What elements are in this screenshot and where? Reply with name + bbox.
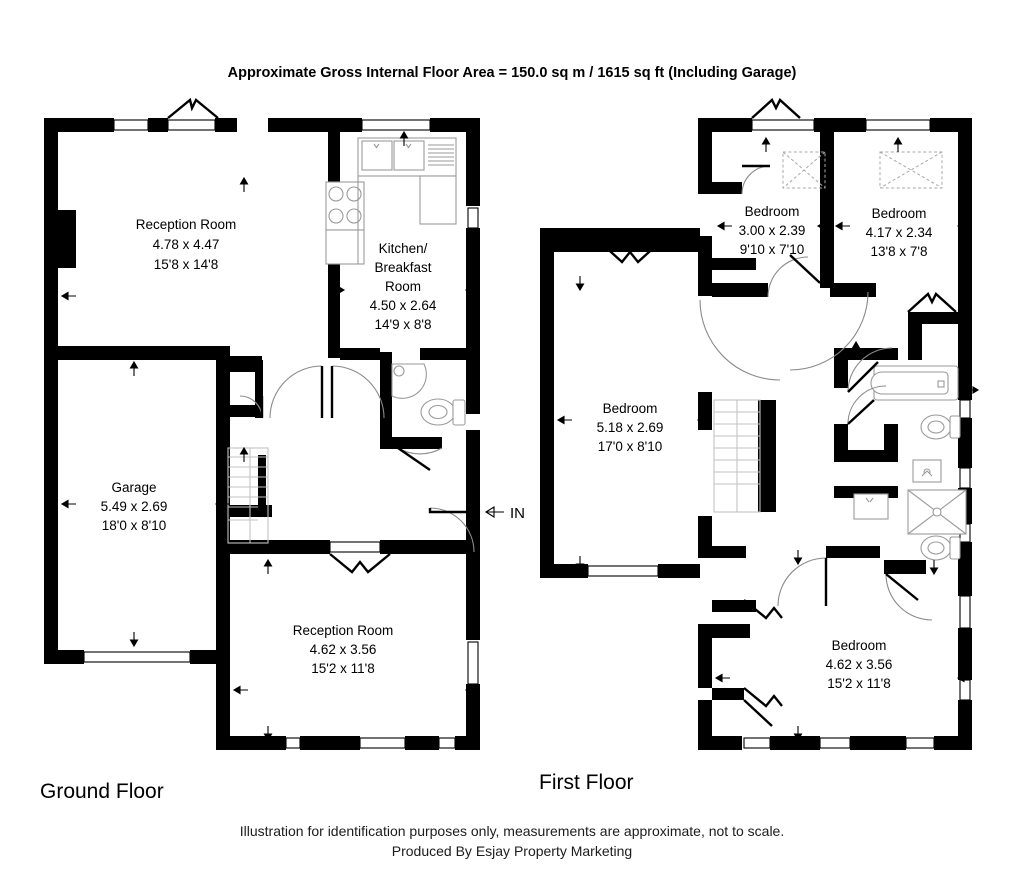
footer-producer: Produced By Esjay Property Marketing [392,843,632,859]
kitchen-counter-right [419,175,457,225]
first-floor-bathroom-fixtures [853,365,967,561]
room-imperial: 13'8 x 7'8 [871,244,928,259]
room-name: Bedroom [745,204,800,219]
ground-floor-windows [83,119,479,749]
ground-floor-staircase [227,447,269,544]
wardrobe-bedroom-1 [782,151,826,189]
room-name-line1: Kitchen/ [379,241,428,256]
footer-disclaimer: Illustration for identification purposes… [240,823,784,839]
roof-gable-first-floor [751,98,801,119]
room-metric: 5.49 x 2.69 [101,499,168,514]
room-metric: 3.00 x 2.39 [739,223,806,238]
sink-tap-right [405,143,412,149]
first-floor-staircase [713,399,761,513]
room-imperial: 17'0 x 8'10 [598,439,662,454]
room-label-reception-lower: Reception Room 4.62 x 3.56 15'2 x 11'8 [293,623,394,676]
sink-tap-left [373,143,380,149]
room-label-kitchen-breakfast: Kitchen/ Breakfast Room 4.50 x 2.64 14'9… [370,241,437,332]
door-swing-entrance [429,507,475,553]
entrance-in-marker: IN [484,505,525,522]
room-name: Garage [111,480,156,495]
ground-floor-walls [44,118,480,750]
page-title: Approximate Gross Internal Floor Area = … [228,65,797,81]
ground-floor-plan: IN Reception Room 4.78 x 4.47 15'8 x 14'… [40,97,525,803]
room-label-bedroom-4: Bedroom 4.62 x 3.56 15'2 x 11'8 [826,638,893,691]
room-metric: 4.50 x 2.64 [370,298,437,313]
wc-fixtures [391,363,466,426]
sink-drainer [428,144,454,166]
room-name: Reception Room [293,623,394,638]
ground-floor-dimension-arrows [60,130,480,742]
first-floor-wardrobes [782,151,943,189]
first-floor-windows [587,119,971,749]
bath-plug [937,380,945,388]
room-name: Bedroom [872,206,927,221]
room-label-garage: Garage 5.49 x 2.69 18'0 x 8'10 [101,480,168,533]
room-label-bedroom-1: Bedroom 3.00 x 2.39 9'10 x 7'10 [739,204,806,257]
first-floor-doors [599,98,957,727]
door-swing-landing [699,299,781,381]
first-floor-caption: First Floor [539,771,634,794]
room-name: Bedroom [603,401,658,416]
room-name: Bedroom [832,638,887,653]
room-imperial: 15'2 x 11'8 [311,661,374,676]
door-leaf-cupboard-upper [743,599,783,620]
room-imperial: 18'0 x 8'10 [102,518,166,533]
room-label-bedroom-3: Bedroom 5.18 x 2.69 17'0 x 8'10 [597,401,664,454]
entrance-in-label: IN [510,505,525,522]
door-leaf-bedroom-3 [599,241,661,264]
wash-basin [853,493,889,520]
porch-roof-line [167,97,219,119]
room-imperial: 15'8 x 14'8 [154,257,218,272]
first-floor-room-labels: Bedroom 3.00 x 2.39 9'10 x 7'10 Bedroom … [597,204,933,691]
room-imperial: 14'9 x 8'8 [375,317,432,332]
ground-floor-room-labels: Reception Room 4.78 x 4.47 15'8 x 14'8 K… [101,217,437,676]
room-metric: 4.62 x 3.56 [310,642,377,657]
room-name-line2: Breakfast [374,260,431,275]
door-leaf-lower-reception [329,553,391,574]
door-leaf-cupboard-lower [743,687,783,708]
door-swing-ensuite [847,385,887,425]
door-swing-bathroom [847,347,893,393]
room-metric: 4.62 x 3.56 [826,657,893,672]
room-label-reception-upper: Reception Room 4.78 x 4.47 15'8 x 14'8 [136,217,237,272]
room-name: Reception Room [136,217,237,232]
wardrobe-bedroom-2 [879,151,943,189]
room-metric: 4.78 x 4.47 [153,237,220,252]
room-name-line3: Room [385,279,421,294]
ground-floor-caption: Ground Floor [40,780,164,803]
room-label-bedroom-2: Bedroom 4.17 x 2.34 13'8 x 7'8 [866,206,933,259]
window-gable-ensuite [907,292,957,313]
first-floor-plan: Bedroom 3.00 x 2.39 9'10 x 7'10 Bedroom … [539,98,980,794]
door-swing-landing-top [767,256,809,298]
ground-floor-doors [167,97,475,574]
room-metric: 4.17 x 2.34 [866,225,933,240]
room-imperial: 9'10 x 7'10 [740,242,804,257]
room-metric: 5.18 x 2.69 [597,420,664,435]
sink-bowl-right [393,140,425,171]
wc-cistern [452,399,466,426]
door-swing-reception [269,365,323,419]
first-floor-dimension-arrows [556,136,980,742]
door-swing-bedroom-4 [777,557,827,607]
kitchen-fixtures [325,137,457,265]
sink-bowl-left [361,140,393,171]
room-imperial: 15'2 x 11'8 [827,676,890,691]
